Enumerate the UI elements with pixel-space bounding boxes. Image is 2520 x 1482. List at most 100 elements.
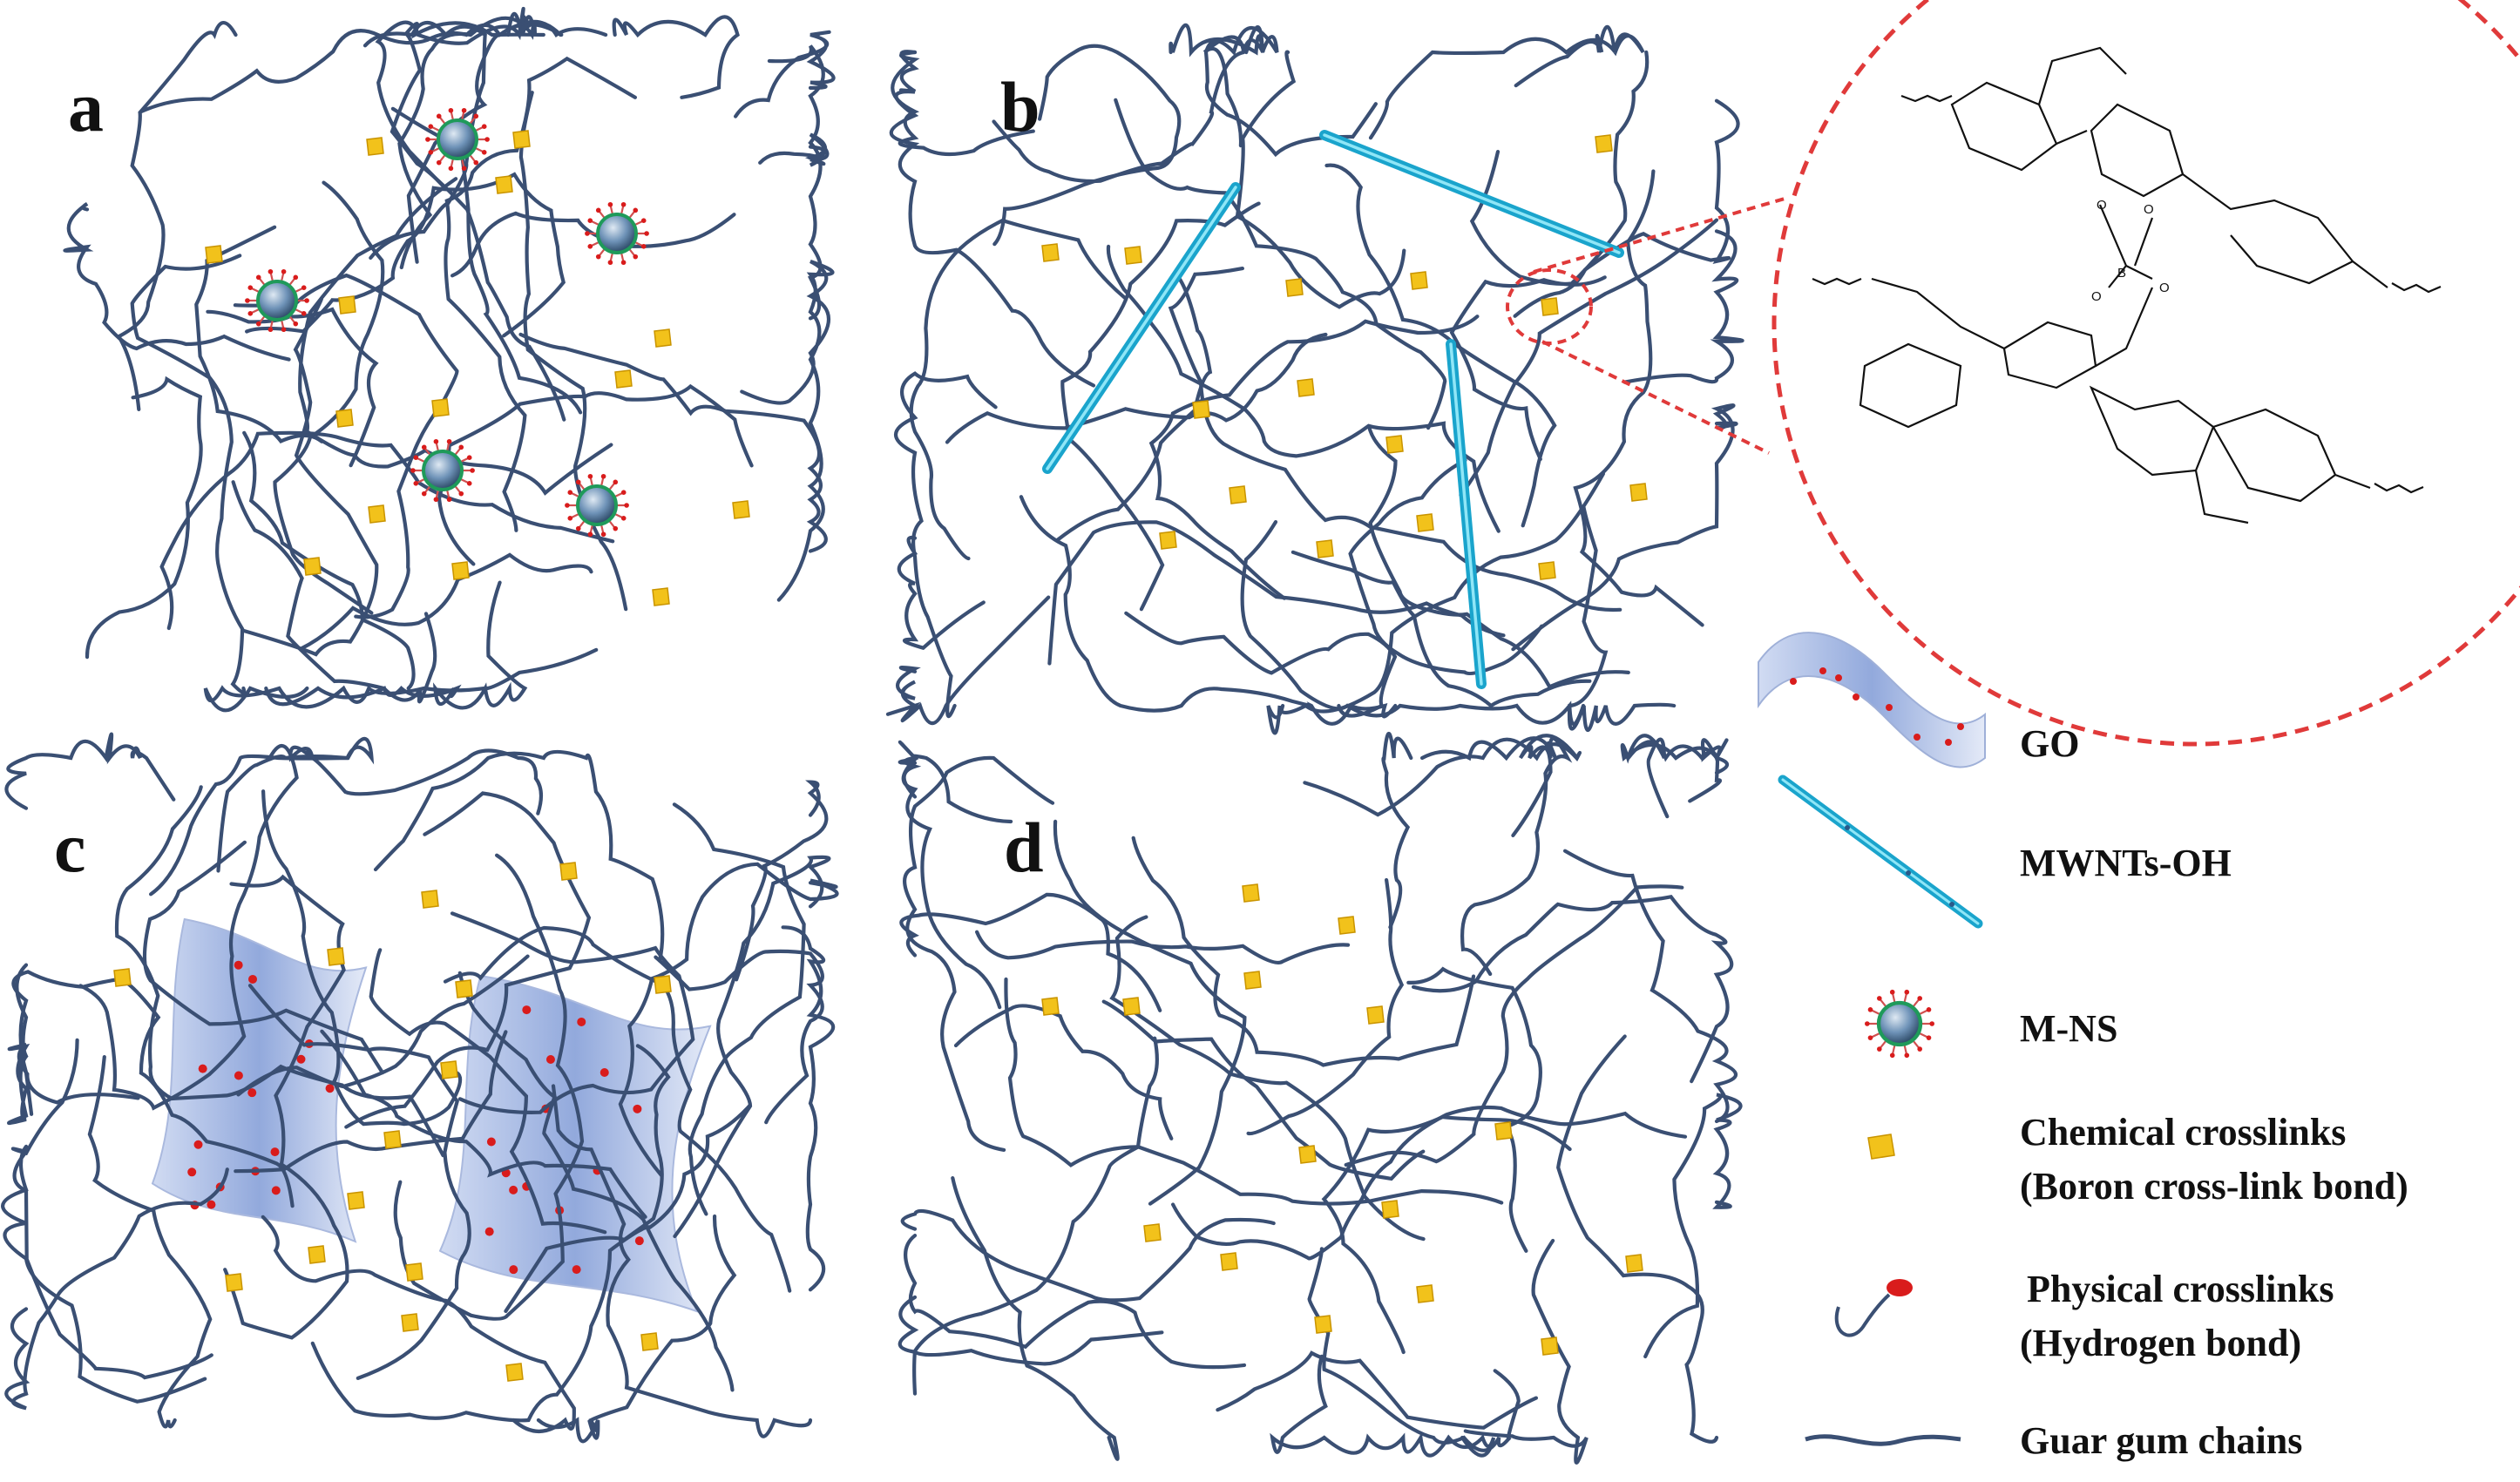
guar-chain xyxy=(1004,977,1504,1206)
boron-crosslink-icon xyxy=(405,1262,423,1282)
go-sheet-icon xyxy=(1758,632,1986,768)
bond-line xyxy=(2352,261,2442,294)
guar-chain xyxy=(899,892,1162,1012)
boron-crosslink-icon xyxy=(1314,1315,1332,1334)
guar-chain xyxy=(735,780,829,982)
guar-chain xyxy=(369,948,607,1235)
boron-crosslink-icon xyxy=(113,968,132,987)
boron-crosslink-icon xyxy=(308,1245,326,1264)
guar-chain xyxy=(903,755,1055,1152)
guar-chain xyxy=(397,12,537,270)
boron-crosslink-icon xyxy=(1041,997,1060,1016)
guar-chain xyxy=(740,260,835,602)
guar-chain xyxy=(894,371,998,718)
nanosphere-icon xyxy=(410,438,475,503)
legend-item-mwnts: MWNTs-OH xyxy=(1778,775,2232,929)
boron-crosslink-icon xyxy=(225,1273,243,1292)
guar-chain xyxy=(518,332,828,553)
guar-chain xyxy=(904,1234,1247,1370)
boron-crosslink-icon xyxy=(1416,1284,1434,1303)
guar-chain xyxy=(1168,267,1622,612)
boron-crosslink-icon xyxy=(1385,435,1404,454)
legend-item-chem: Chemical crosslinks (Boron cross-link bo… xyxy=(1867,1111,2408,1208)
guar-chain xyxy=(116,21,238,411)
guar-chain xyxy=(1469,50,1650,286)
guar-chain-icon xyxy=(1805,1434,1961,1446)
guar-chain xyxy=(1246,877,1405,1136)
boron-crosslink-icon xyxy=(1541,1337,1559,1356)
guar-chain xyxy=(891,50,1035,157)
boron-crosslink-icon xyxy=(1143,1223,1162,1242)
guar-chain xyxy=(618,862,839,1178)
boron-crosslink-icon xyxy=(512,130,531,149)
guar-chain xyxy=(1053,819,1247,1206)
guar-chain xyxy=(63,202,291,362)
guar-chain xyxy=(898,740,1013,824)
nanosphere-icon xyxy=(1865,989,1934,1059)
panel-b-label: b xyxy=(1000,67,1040,146)
guar-chain xyxy=(1109,915,1426,1242)
boron-crosslink-icon xyxy=(1192,400,1210,419)
guar-chain xyxy=(898,756,1002,1010)
guar-chain xyxy=(344,791,592,1129)
guar-chain xyxy=(781,925,836,1292)
boron-crosslink-icon xyxy=(1220,1252,1238,1271)
boron-crosslink-icon xyxy=(383,1130,402,1149)
guar-chain xyxy=(1622,229,1744,384)
zoom-inset-circle xyxy=(1771,0,2520,747)
atom-label: O xyxy=(2144,202,2154,217)
boron-crosslink-icon xyxy=(1041,243,1060,262)
boron-crosslink-icon xyxy=(732,500,750,519)
boron-crosslink-icon xyxy=(1625,1254,1643,1273)
bond-line xyxy=(2095,287,2154,367)
boron-crosslink-icon xyxy=(303,557,322,576)
guar-chain xyxy=(444,56,637,532)
guar-chain xyxy=(734,30,836,118)
guar-chain xyxy=(242,430,416,691)
boron-crosslink-icon xyxy=(1298,1145,1317,1164)
guar-chain xyxy=(1019,495,1398,726)
atom-label: O xyxy=(2159,281,2170,295)
guar-chain xyxy=(951,1176,1120,1461)
boron-crosslink-icon xyxy=(614,369,633,389)
guar-chain xyxy=(992,44,1182,247)
panel-a-label: a xyxy=(68,67,104,146)
guar-chain xyxy=(1047,520,1506,666)
boron-crosslink-icon xyxy=(495,175,513,194)
nanotube-icon xyxy=(1319,130,1624,258)
boron-crosslink-icon xyxy=(1366,1005,1385,1025)
boron-crosslink-icon xyxy=(1381,1200,1399,1219)
guar-chain xyxy=(149,737,375,897)
guar-chain xyxy=(1303,734,1582,837)
atom-label: O xyxy=(2097,198,2107,213)
guar-chain xyxy=(900,1208,1276,1303)
guar-chain xyxy=(1171,1105,1688,1261)
guar-chain xyxy=(1344,884,1684,1167)
boron-crosslink-icon xyxy=(640,1332,659,1351)
boron-crosslink-icon xyxy=(1297,378,1315,397)
atom-label: O xyxy=(2091,289,2102,304)
boron-crosslink-icon xyxy=(1124,246,1142,265)
guar-chain xyxy=(1270,1354,1496,1458)
boron-crosslink-icon xyxy=(559,862,578,881)
guar-chain xyxy=(142,840,385,1075)
guar-chain xyxy=(1124,611,1398,718)
guar-chain xyxy=(1366,423,1630,689)
guar-chain xyxy=(1203,24,1378,158)
guar-chain xyxy=(457,971,735,1392)
guar-chain xyxy=(320,1029,647,1219)
legend-label-phys: Physical crosslinks xyxy=(2027,1268,2334,1310)
legend-item-mns: M-NS xyxy=(1865,989,2117,1059)
boron-crosslink-icon xyxy=(1285,278,1304,297)
guar-chain xyxy=(909,218,1127,561)
boron-crosslink-icon xyxy=(1410,271,1428,290)
boron-crosslink-icon xyxy=(440,1060,458,1079)
legend-label-go: GO xyxy=(2020,722,2079,765)
guar-chain xyxy=(953,1004,1174,1140)
guar-chain xyxy=(889,50,1096,388)
boron-crosslink-icon xyxy=(366,137,384,156)
panel-c-label: c xyxy=(54,808,85,887)
guar-chain xyxy=(1449,275,1607,462)
